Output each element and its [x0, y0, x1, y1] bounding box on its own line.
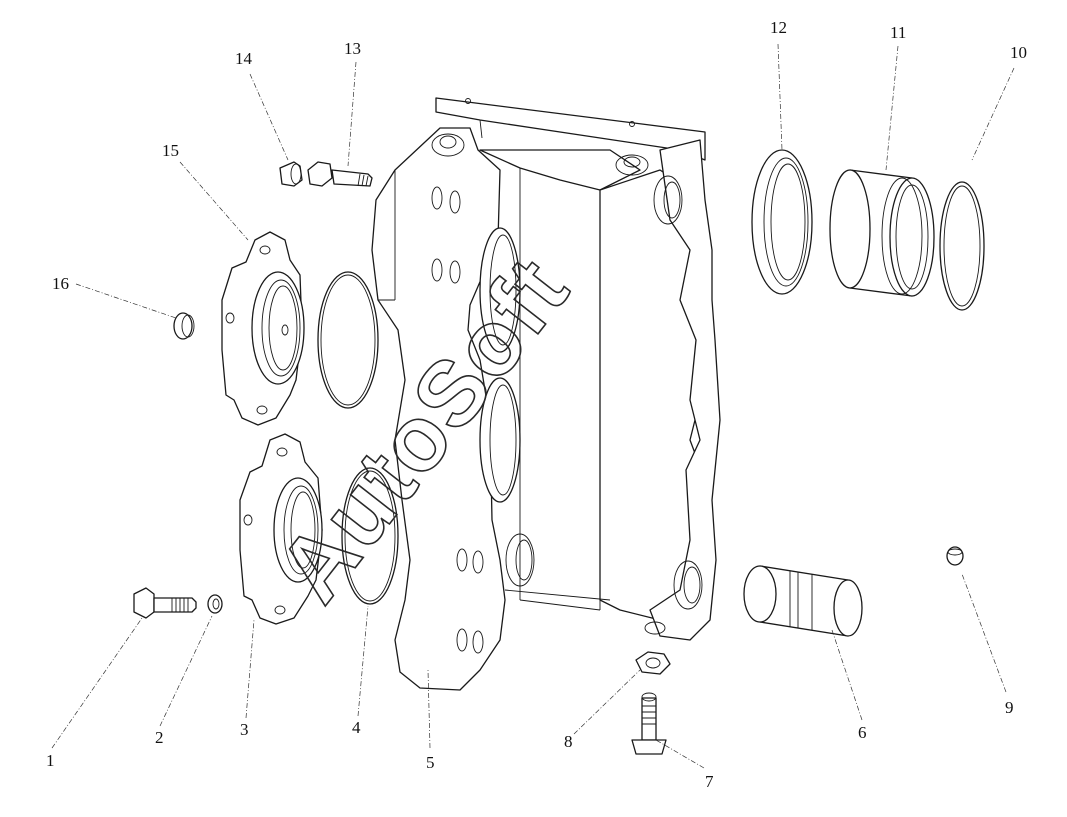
callout-2: 2: [155, 728, 164, 747]
callout-13: 13: [344, 39, 361, 58]
callout-14: 14: [235, 49, 253, 68]
callout-3: 3: [240, 720, 249, 739]
callout-8: 8: [564, 732, 573, 751]
dust-cap: [173, 312, 195, 340]
callout-12: 12: [770, 18, 787, 37]
callout-5: 5: [426, 753, 435, 772]
callout-7: 7: [705, 772, 714, 791]
upper-o-ring: [317, 271, 379, 409]
callout-9: 9: [1005, 698, 1014, 717]
callout-10: 10: [1010, 43, 1027, 62]
guide-pin: [743, 565, 863, 637]
lower-cover: [239, 433, 323, 625]
bleed-screw: [307, 161, 373, 187]
callout-11: 11: [890, 23, 906, 42]
leader-lines: [51, 43, 1015, 769]
bleed-cap: [279, 161, 303, 187]
spring-washer: [207, 594, 223, 614]
lower-o-ring: [341, 467, 399, 605]
callout-16: 16: [52, 274, 69, 293]
caliper-body: [371, 97, 721, 691]
callout-6: 6: [858, 723, 867, 742]
retaining-ring: [939, 181, 985, 311]
plug: [946, 546, 964, 566]
piston: [829, 169, 935, 297]
hex-nut: [635, 651, 671, 675]
callout-4: 4: [352, 718, 361, 737]
callout-15: 15: [162, 141, 179, 160]
callout-labels: 1 2 3 4 5 6 7 8 9 10 11 12 13 14 15 16: [46, 18, 1027, 791]
piston-seal: [751, 149, 813, 295]
mounting-bolt: [631, 692, 667, 755]
upper-cover: [221, 231, 305, 426]
cover-bolt: [133, 587, 197, 619]
callout-1: 1: [46, 751, 55, 770]
